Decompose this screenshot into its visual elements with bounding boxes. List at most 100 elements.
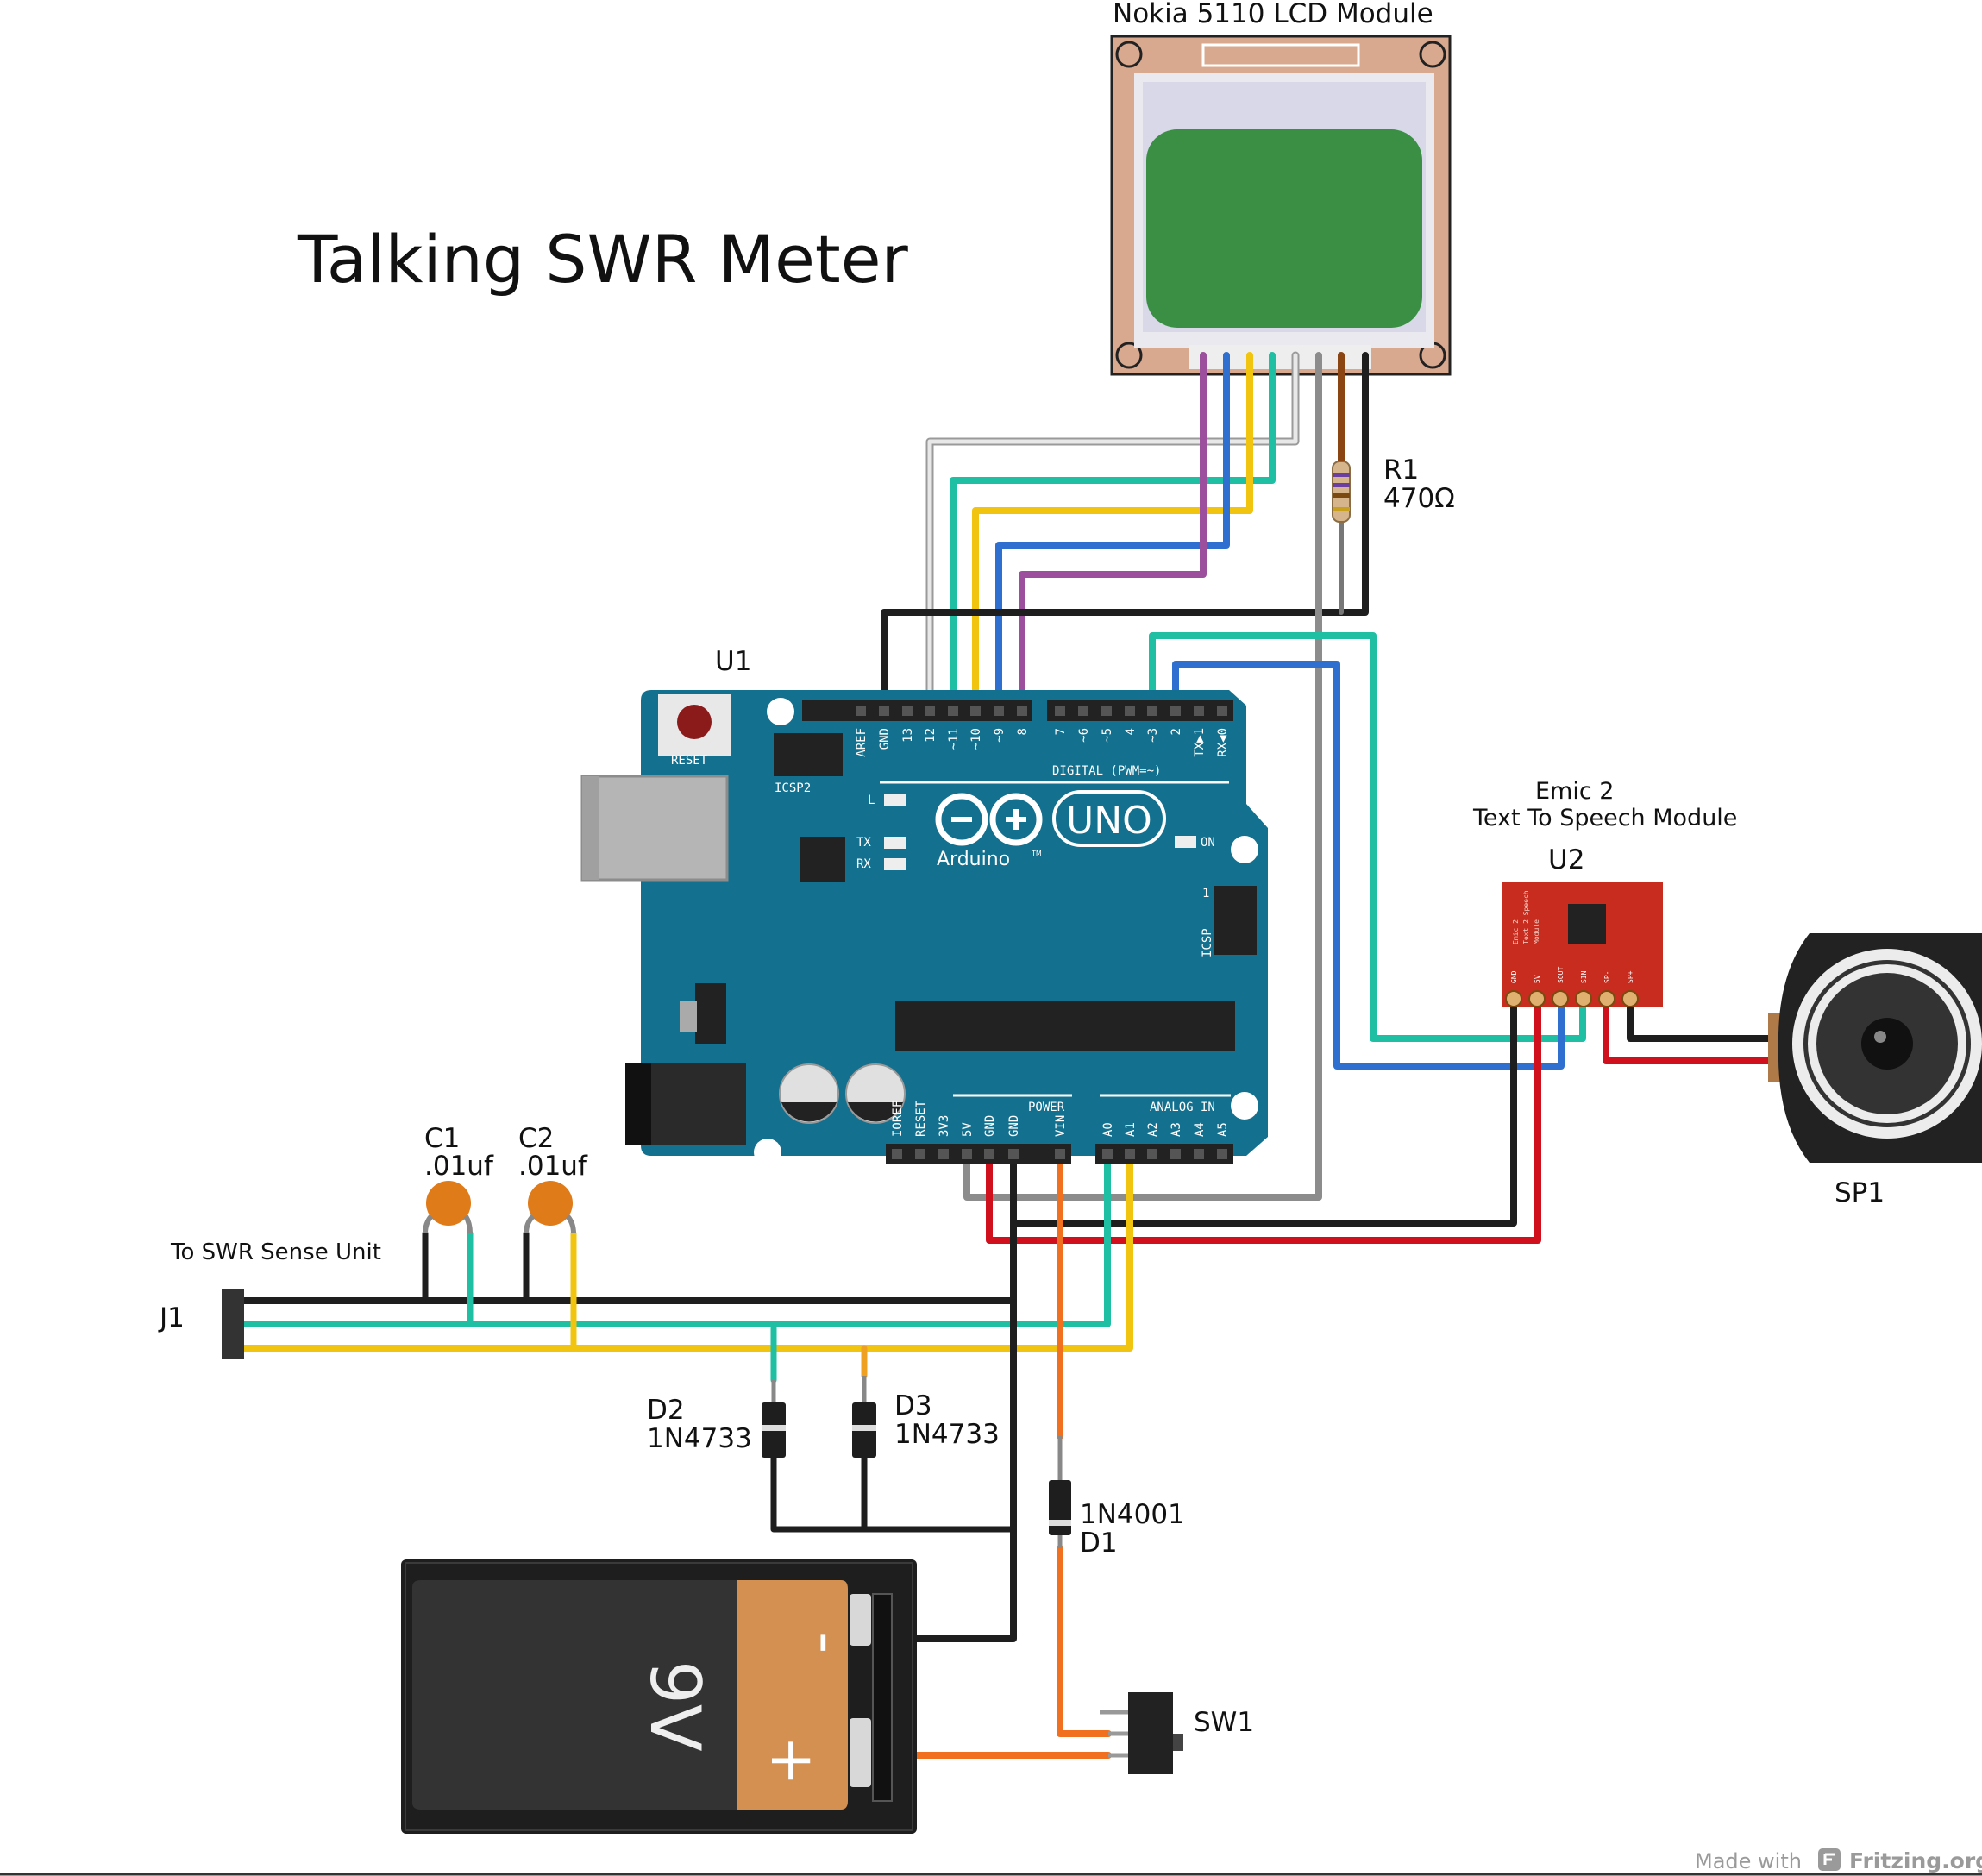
diode-d2: D2 1N4733 [647,1380,786,1458]
power-pin-socket [1008,1149,1019,1159]
wire-emic-5v [986,995,1541,1244]
wire-j1-teal-a0 [229,1152,1111,1327]
analog-pin-socket [1147,1149,1157,1159]
analog-pin-socket [1102,1149,1113,1159]
digital-pin-socket [1147,706,1157,716]
power-header [886,1144,1071,1164]
emic-board-text-line: Module [1533,919,1540,944]
r1-resistor: R1 470Ω [1332,455,1455,523]
digital-pin-label: ~9 [993,728,1007,743]
emic-pin-label: SOUT [1557,967,1565,983]
emic-pin-label: GND [1510,970,1518,983]
diagram-title: Talking SWR Meter [297,221,908,298]
digital-pin-label: ~5 [1101,728,1114,743]
r1-value: 470Ω [1383,483,1455,514]
power-pin-label: 3V3 [938,1115,951,1137]
wire-emic-sout-blue [1172,661,1565,1070]
d1-part: 1N4001 [1080,1499,1185,1530]
analog-pin-label: A1 [1124,1122,1138,1137]
digital-pin-label: 7 [1054,728,1068,735]
wire-lcd-grey-3v3 [963,352,1322,1201]
usb-port [580,775,729,882]
analog-header [1095,1144,1233,1164]
d3-ref: D3 [894,1390,932,1421]
footer: Made with Fritzing.org [0,1848,1982,1876]
power-pin-label: VIN [1054,1115,1068,1137]
digital-pin-label: ~6 [1077,728,1091,743]
reset-label: RESET [671,754,708,768]
capacitor-c1: C1 .01uf [423,1123,494,1234]
power-pin-label: GND [983,1115,997,1137]
wire-zener-gnd [770,1454,1017,1533]
digital-pin-socket [1194,706,1204,716]
lcd-screen [1146,129,1422,328]
digital-pin-socket [902,706,913,716]
led-rx-label: RX [856,857,871,871]
led-on-label: ON [1201,836,1215,850]
wire-lcd-yellow [972,352,1253,715]
diode-d1: 1N4001 D1 [1049,1436,1185,1559]
analog-label: ANALOG IN [1150,1101,1215,1114]
wire-speaker-red [1603,995,1776,1064]
emic-pin-label: SP+ [1627,970,1634,983]
emic-pin-pad [1575,990,1592,1007]
wire-lcd-black-gnd [881,352,1369,715]
digital-pin-socket [1170,706,1181,716]
digital-pin-socket [1217,706,1227,716]
power-pin-socket [962,1149,972,1159]
emic-pin-pad [1528,990,1546,1007]
switch-sw1[interactable]: SW1 [1100,1692,1254,1774]
digital-pin-label: AREF [855,728,869,757]
digital-pin-socket [970,706,981,716]
logo-uno: UNO [1066,799,1152,843]
led-l-label: L [868,794,875,807]
u1-ref: U1 [715,646,751,677]
digital-pin-socket [1078,706,1088,716]
digital-pin-socket [856,706,866,716]
analog-pin-label: A4 [1193,1122,1207,1137]
icsp-pin1: 1 [1202,887,1209,900]
digital-pin-socket [1055,706,1065,716]
wire-gnd-battery [885,1152,1017,1642]
power-pin-label: RESET [914,1100,928,1137]
sp1-ref: SP1 [1835,1177,1885,1208]
emic-pin-label: SP- [1603,971,1611,983]
digital-pin-label: RX◀0 [1216,728,1230,757]
digital-pin-label: 8 [1016,728,1030,735]
digital-pin-socket [1125,706,1135,716]
digital-pin-label: 4 [1124,728,1138,735]
c2-ref: C2 [518,1123,554,1154]
digital-pin-label: ~11 [947,728,961,750]
analog-pin-label: A0 [1101,1122,1115,1137]
led-tx-label: TX [856,836,871,850]
digital-pin-label: ~3 [1146,728,1160,743]
digital-pin-label: 12 [924,728,938,743]
d2-part: 1N4733 [647,1423,752,1454]
fritzing-brand: Fritzing.org [1849,1848,1982,1873]
power-pin-socket [984,1149,994,1159]
wire-lcd-white [925,351,1300,716]
speaker-sp1: SP1 [1768,933,1982,1208]
digital-pin-label: TX▶1 [1193,728,1207,757]
digital-pin-socket [994,706,1004,716]
u2-ref: U2 [1548,844,1584,875]
battery-plus: + [757,1735,828,1786]
power-pin-socket [892,1149,902,1159]
power-pin-socket [938,1149,949,1159]
wire-speaker-black [1627,995,1776,1042]
analog-pin-socket [1217,1149,1227,1159]
sw1-ref: SW1 [1194,1707,1254,1738]
arduino-uno: U1 RESET ICSP2 UNO [580,646,1268,1166]
emic-pin-pad [1552,990,1569,1007]
u2-desc-line2: Text To Speech Module [1472,805,1737,831]
analog-pin-socket [1170,1149,1181,1159]
battery-9v: 9V - + [401,1559,917,1834]
power-pin-socket [915,1149,925,1159]
wire-lcd-teal [950,352,1276,715]
lcd-module: Nokia 5110 LCD Module [1110,0,1452,376]
diode-d3: D3 1N4733 [852,1376,1000,1458]
